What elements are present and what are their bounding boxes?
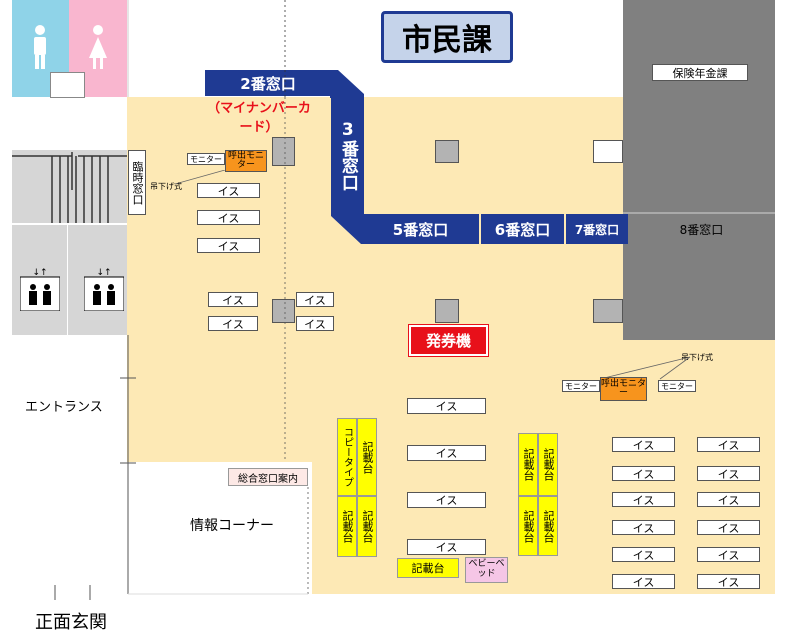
chair: イス: [697, 520, 760, 535]
writing-desk: 記載台: [357, 496, 377, 557]
chair: イス: [697, 547, 760, 562]
entrance-label: エントランス: [25, 400, 103, 415]
pillar: [593, 299, 623, 323]
male-toilet-icon: [34, 25, 46, 69]
call-monitor: 呼出モニター: [225, 150, 267, 172]
writing-desk: 記載台: [518, 433, 538, 496]
svg-text:↓↑: ↓↑: [96, 268, 111, 278]
window-8: 8番窓口: [679, 222, 724, 237]
window-3: 3番窓口: [331, 96, 364, 214]
monitor-box: モニター: [562, 380, 600, 392]
window-corner-bottom: [331, 212, 364, 244]
window-6: 6番窓口: [481, 214, 564, 244]
stairs-icon: [12, 152, 127, 223]
chair: イス: [407, 445, 486, 461]
pillar-white: [593, 140, 623, 163]
chair: イス: [208, 292, 258, 307]
svg-text:↓↑: ↓↑: [32, 268, 47, 278]
chair: イス: [407, 398, 486, 414]
writing-desk: 記載台: [518, 496, 538, 556]
chair: イス: [697, 574, 760, 589]
chair: イス: [407, 492, 486, 508]
chair: イス: [197, 183, 260, 198]
chair: イス: [197, 210, 260, 225]
monitor-box: モニター: [658, 380, 696, 392]
writing-desk: 記載台: [337, 496, 357, 557]
male-toilet: [12, 0, 69, 97]
chair: イス: [612, 520, 675, 535]
elevator-icon[interactable]: ↓↑: [84, 267, 124, 311]
chair: イス: [208, 316, 258, 331]
chair: イス: [296, 316, 334, 331]
front-entrance-label: 正面玄関: [35, 612, 107, 633]
stairs: [12, 150, 127, 223]
pillar: [272, 299, 295, 323]
elevator-area: ↓↑ ↓↑: [12, 223, 127, 337]
monitor-box: モニター: [187, 153, 225, 165]
chair: イス: [697, 437, 760, 452]
writing-desk: 記載台: [357, 418, 377, 496]
hanging-label: 吊下げ式: [681, 353, 713, 362]
writing-desk: 記載台: [538, 433, 558, 496]
chair: イス: [612, 492, 675, 507]
pillar: [272, 137, 295, 166]
chair: イス: [197, 238, 260, 253]
writing-desk: 記載台: [538, 496, 558, 556]
page-title: 市民課: [381, 11, 513, 63]
writing-desk: 記載台: [397, 558, 459, 578]
pillar: [435, 299, 459, 323]
toilet-divider: [50, 72, 85, 98]
chair: イス: [296, 292, 334, 307]
copier-desk: コピータイプ: [337, 418, 357, 496]
call-monitor: 呼出モニター: [600, 377, 647, 401]
chair: イス: [407, 539, 486, 555]
window-2: 2番窓口: [205, 70, 331, 96]
hanging-label: 吊下げ式: [150, 182, 182, 191]
window-7: 7番窓口: [566, 214, 628, 244]
hanging-lines: [175, 170, 226, 185]
pension-right-divider: [623, 212, 775, 214]
elevator-divider: [67, 225, 68, 337]
pillar: [435, 140, 459, 163]
elevator-icon[interactable]: ↓↑: [20, 267, 60, 311]
chair: イス: [697, 492, 760, 507]
pension-area: [623, 0, 775, 340]
chair: イス: [612, 547, 675, 562]
info-corner-label: 情報コーナー: [190, 518, 274, 534]
chair: イス: [612, 437, 675, 452]
hanging-lines: [600, 356, 691, 380]
chair: イス: [697, 466, 760, 481]
chair: イス: [612, 574, 675, 589]
pension-label: 保険年金課: [652, 64, 748, 81]
window-5: 5番窓口: [362, 214, 479, 244]
temp-window: 臨時窓口: [128, 150, 146, 215]
info-guide: 総合窓口案内: [228, 468, 308, 486]
chair: イス: [612, 466, 675, 481]
ticket-machine[interactable]: 発券機: [408, 324, 489, 357]
baby-bed: ベビーベッド: [465, 557, 508, 583]
female-toilet-icon: [89, 25, 107, 69]
window-corner-top: [330, 70, 364, 98]
